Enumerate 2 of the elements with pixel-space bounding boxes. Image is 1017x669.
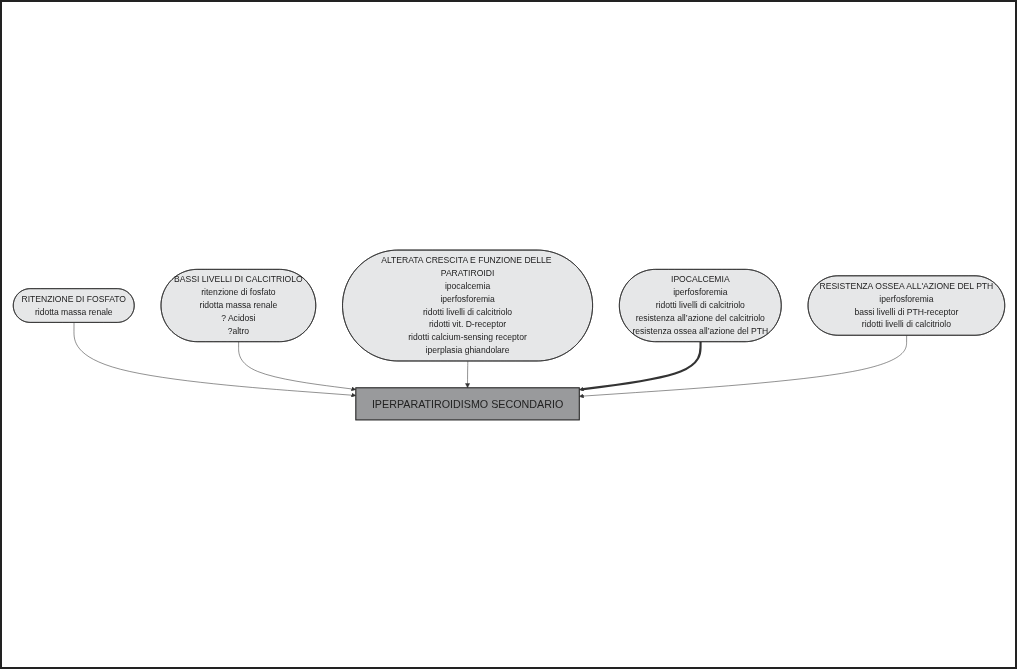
node-box: IPERPARATIROIDISMO SECONDARIO <box>354 386 580 420</box>
arrow <box>578 341 702 391</box>
